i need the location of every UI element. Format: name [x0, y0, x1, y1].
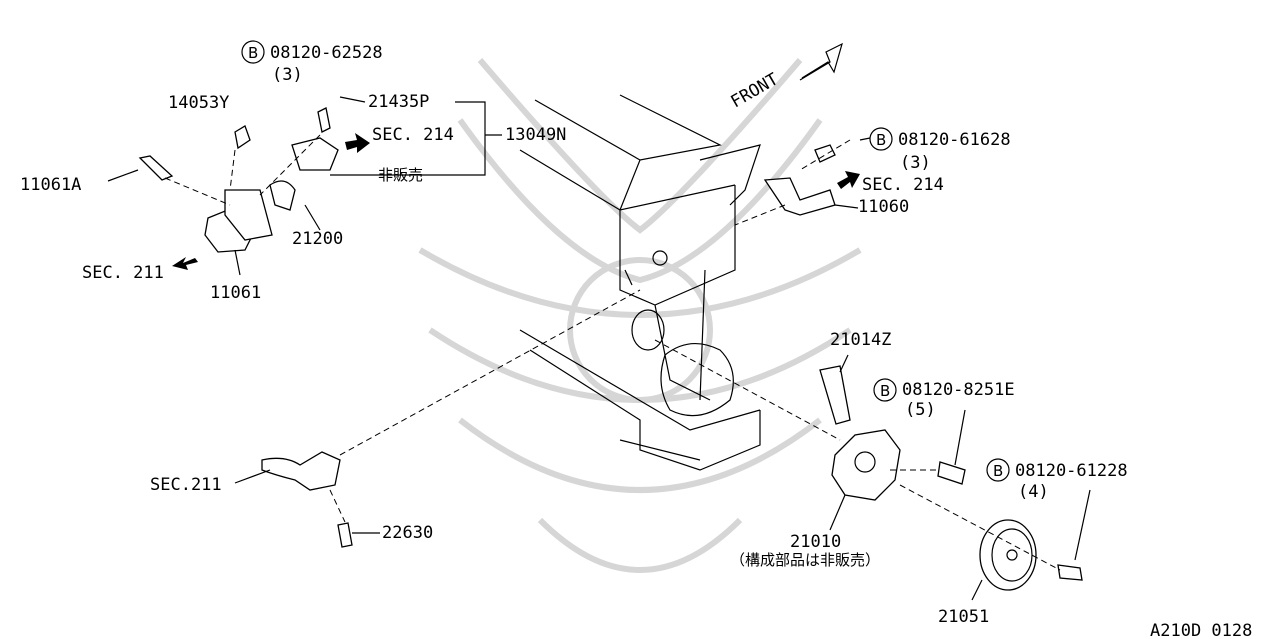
sec211-left-label: SEC. 211: [82, 263, 164, 283]
part-11061A: 11061A: [20, 175, 81, 195]
leader-lines: [107, 96, 1091, 601]
sec214-right-arrow: [837, 171, 860, 189]
sensor-22630: [337, 522, 353, 548]
water-outlet-21435P: [291, 137, 339, 171]
bolt-top-qty: (3): [272, 65, 303, 85]
bolt-top: [317, 107, 331, 133]
part-21051: 21051: [938, 607, 989, 627]
bolt-top-code: 08120-62528: [270, 43, 383, 63]
part-13049N: 13049N: [505, 125, 566, 145]
bolt-marker-right: B: [876, 131, 886, 149]
bolt-mid-code: 08120-8251E: [902, 380, 1015, 400]
bolt-marker-bottom: B: [993, 462, 1003, 480]
watermark-emblem: [418, 58, 862, 573]
bolt-right-top-code: 08120-61628: [898, 130, 1011, 150]
part-11061: 11061: [210, 283, 261, 303]
part-21014Z: 21014Z: [830, 330, 891, 350]
bolt-11061A: [138, 155, 174, 181]
part-22630: 22630: [382, 523, 433, 543]
sec214-left-arrow: [345, 133, 370, 153]
part-14053Y: 14053Y: [168, 93, 229, 113]
part-21010-note: （構成部品は非販売）: [730, 551, 880, 569]
diagram-code: A210D 0128: [1150, 621, 1252, 639]
bolt-bottom: [1057, 564, 1083, 581]
bolt-marker-mid: B: [880, 382, 890, 400]
bolt-mid-qty: (5): [905, 400, 936, 420]
bolt-bottom-qty: (4): [1018, 482, 1049, 502]
sec211-left-arrow: [172, 257, 198, 270]
section-arrows: [172, 133, 860, 270]
bolt-right-top-qty: (3): [900, 153, 931, 173]
not-sold-label: 非販売: [378, 166, 423, 184]
bolt-bottom-code: 08120-61228: [1015, 461, 1128, 481]
bolt-14053Y: [234, 125, 251, 150]
water-pump-21010: [654, 339, 966, 501]
thermostat-21200: [269, 180, 296, 211]
sec214-left-label: SEC. 214: [372, 125, 454, 145]
sec214-right-label: SEC. 214: [862, 175, 944, 195]
labels: 08120-62528 (3) 21435P SEC. 214 13049N 非…: [20, 43, 1252, 639]
sec211-bottom-label: SEC.211: [150, 475, 222, 495]
bolt-marker-top: B: [248, 44, 258, 62]
part-11060: 11060: [858, 197, 909, 217]
front-label: FRONT: [728, 69, 782, 112]
thermostat-housing-group: [138, 107, 339, 253]
engine-block: [519, 94, 761, 471]
part-21435P: 21435P: [368, 92, 429, 112]
bolt-mid: [937, 461, 966, 485]
pulley-21051: [899, 484, 1083, 591]
water-inlet-group: [261, 289, 641, 548]
part-21200: 21200: [292, 229, 343, 249]
water-pipe-11060: [734, 139, 851, 226]
part-21010: 21010: [790, 532, 841, 552]
gasket-21014Z: [819, 365, 851, 425]
bolt-markers: B B B B: [241, 40, 1010, 482]
bolt-right-top: [814, 144, 836, 163]
